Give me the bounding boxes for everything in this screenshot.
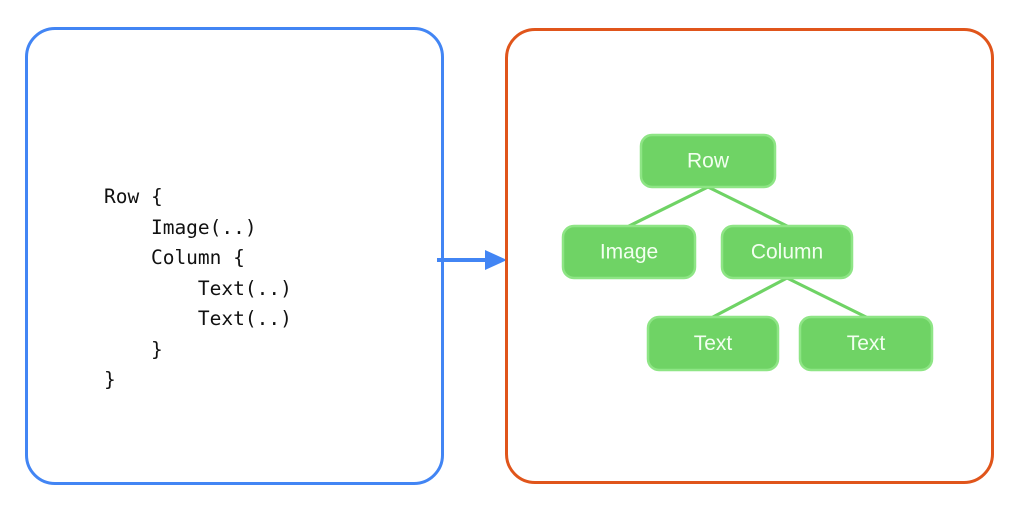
tree-node-column[interactable]: Column: [720, 224, 854, 280]
tree-node-box: [646, 315, 780, 372]
tree-edge-row-image: [627, 185, 710, 228]
tree-node-label: Image: [600, 241, 658, 264]
tree-edge-column-text2: [785, 276, 868, 319]
tree-node-label: Column: [751, 241, 823, 264]
tree-node-text1[interactable]: Text: [646, 315, 780, 372]
tree-node-label: Text: [694, 332, 733, 355]
arrow-head-icon: [485, 250, 507, 270]
tree-node-box: [639, 133, 777, 189]
tree-node-text2[interactable]: Text: [798, 315, 934, 372]
tree-node-box: [798, 315, 934, 372]
tree-edge-column-text1: [711, 276, 789, 319]
tree-node-image[interactable]: Image: [561, 224, 697, 280]
tree-node-box: [561, 224, 697, 280]
code-panel: Row { Image(..) Column { Text(..) Text(.…: [25, 27, 444, 485]
code-block: Row { Image(..) Column { Text(..) Text(.…: [104, 185, 292, 391]
tree-edge-row-column: [706, 185, 789, 228]
transform-arrow: [437, 250, 507, 270]
tree-node-label: Row: [687, 150, 730, 173]
tree-edges: [627, 185, 868, 319]
tree-node-label: Text: [847, 332, 886, 355]
tree-node-row[interactable]: Row: [639, 133, 777, 189]
tree-node-box: [720, 224, 854, 280]
